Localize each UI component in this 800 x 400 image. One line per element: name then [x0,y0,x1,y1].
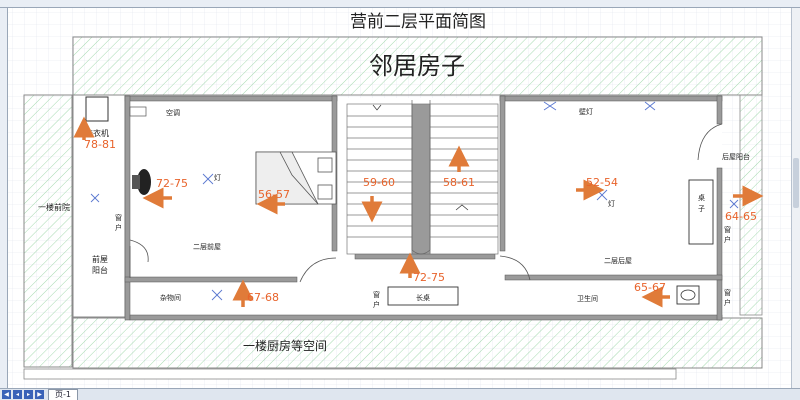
horizontal-ruler [0,0,800,8]
page-navigation-bar: ◀ ◂ ▸ ▶ 页-1 [0,388,800,400]
washer-label: 洗衣机 [85,128,109,138]
front-room-label: 二层前屋 [193,242,221,251]
first-floor-kitchen-area [72,317,763,369]
page-tab[interactable]: 页-1 [48,389,78,400]
photo-number-58-61: 58-61 [443,176,475,189]
door-swings [129,123,723,283]
lamp-label-2: 灯 [608,199,615,208]
photo-number-56-57: 56-57 [258,188,290,201]
front-balcony-label-2: 阳台 [92,265,108,275]
desk-label-2: 子 [698,205,705,213]
window-label-1b: 户 [115,223,122,232]
photo-number-64-65: 64-65 [725,210,757,223]
lamp-label-1: 灯 [214,173,221,182]
window-label-3b: 户 [724,235,731,244]
first-page-icon[interactable]: ◀ [2,390,11,399]
back-balcony-label: 后屋阳台 [722,152,750,161]
photo-number-65-67: 65-67 [634,281,666,294]
photo-number-78-81: 78-81 [84,138,116,151]
last-page-icon[interactable]: ▶ [35,390,44,399]
photo-number-labels: 78-81 72-75 56-57 59-60 58-61 52-54 64-6… [84,138,757,304]
front-balcony-area [72,94,126,318]
right-hatch-area [739,94,763,316]
window-label-4b: 户 [724,298,731,307]
scrollbar-thumb[interactable] [793,158,799,208]
ground-floor-yard-label: 一楼前院 [38,202,70,212]
floor-plan-svg[interactable]: 营前二层平面简图 邻居房子 一楼前院 一楼厨房等空间 前屋 阳台 [8,8,791,388]
window-label-3a: 窗 [724,225,731,234]
first-floor-kitchen-label: 一楼厨房等空间 [243,338,327,353]
vertical-scrollbar[interactable] [791,8,800,388]
bed-icon [255,151,337,205]
window-label-4a: 窗 [724,288,731,297]
wall-lamp-label: 壁灯 [579,107,593,116]
storage-label: 杂物间 [160,293,181,302]
bottom-strip [23,368,677,380]
aircon-icon [129,106,147,117]
back-room-label: 二层后屋 [604,256,632,265]
long-table-label: 长桌 [416,293,430,302]
walls [124,95,723,321]
aircon-label: 空调 [166,108,180,117]
bathroom-label: 卫生间 [577,294,598,303]
photo-number-59-60: 59-60 [363,176,395,189]
plan-title: 营前二层平面简图 [350,12,486,32]
neighbor-house-label: 邻居房子 [369,52,465,80]
prev-page-icon[interactable]: ◂ [13,390,22,399]
window-label-2b: 户 [373,300,380,309]
next-page-icon[interactable]: ▸ [24,390,33,399]
photo-number-52-54: 52-54 [586,176,618,189]
vertical-ruler [0,8,8,388]
long-table-icon [387,286,459,306]
window-label-2a: 窗 [373,290,380,299]
photo-direction-arrows [73,116,764,308]
photo-number-72-75-a: 72-75 [156,177,188,190]
ground-floor-yard-area [23,94,73,368]
window-label-1a: 窗 [115,213,122,222]
front-balcony-label-1: 前屋 [92,254,108,264]
photo-number-72-75-b: 72-75 [413,271,445,284]
photo-number-67-68: 67-68 [247,291,279,304]
drawing-canvas[interactable]: 营前二层平面简图 邻居房子 一楼前院 一楼厨房等空间 前屋 阳台 [8,8,791,388]
staircase [346,100,499,255]
washing-machine-icon [85,96,109,122]
desk-icon [688,179,714,245]
desk-label-1: 桌 [698,193,705,202]
neighbor-house-area [72,36,763,96]
